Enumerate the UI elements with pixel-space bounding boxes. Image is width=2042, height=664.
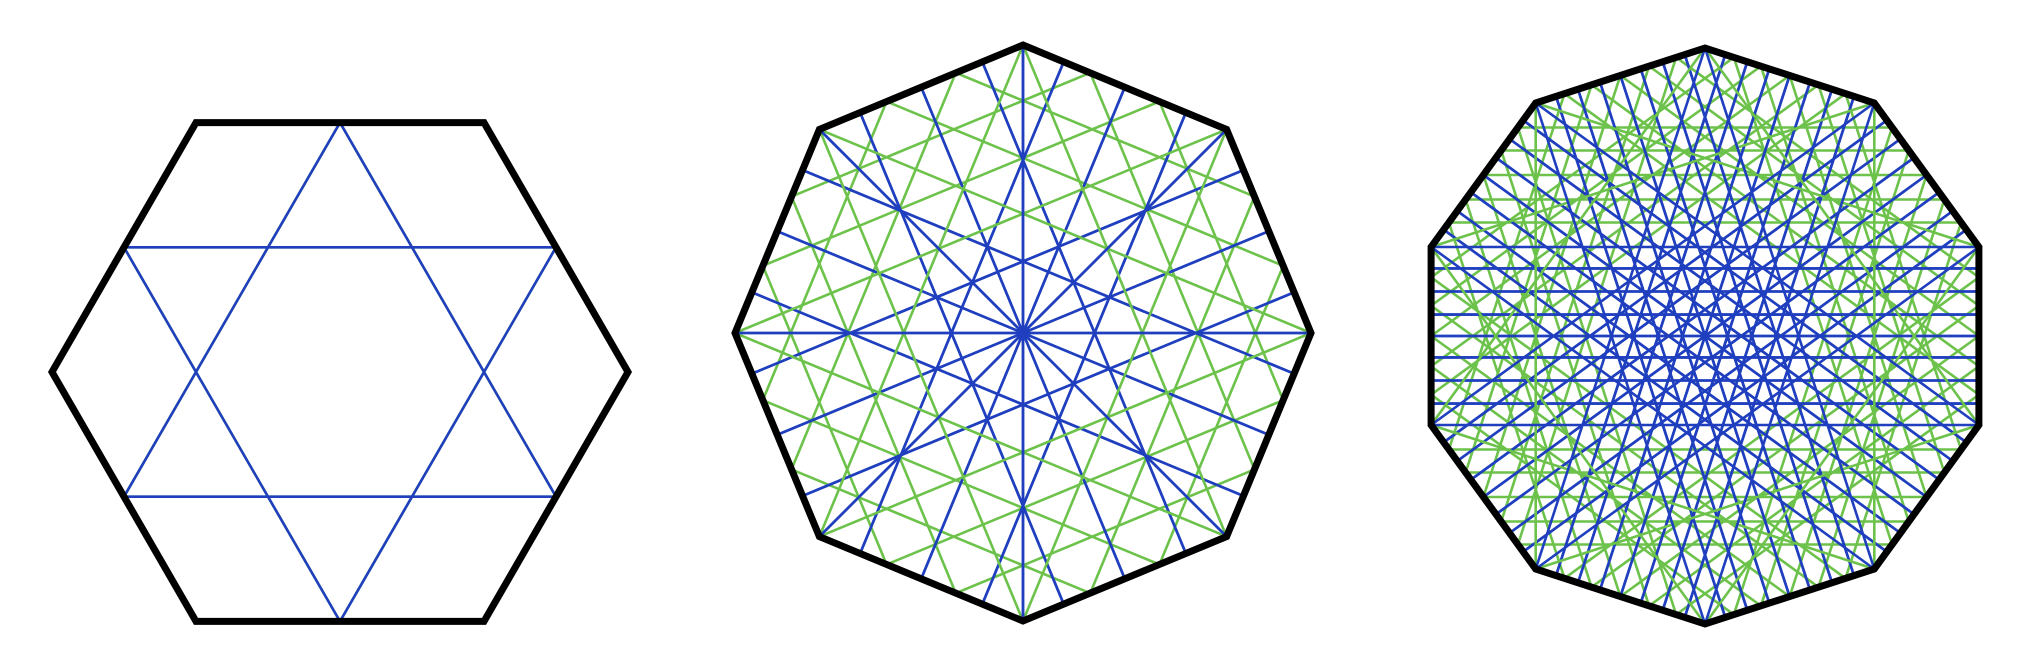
octagon-vertex-chord [818,128,1228,538]
decagon-blue-chord [1442,119,1888,444]
decagon-blue-chord [1522,119,1968,444]
hexagon-blue-chord [122,121,342,498]
decagon-blue-chord [1554,95,1727,618]
decagon-blue-chord [1661,61,1834,584]
decagon-green-chord [1759,150,1911,607]
octagon-panel [731,41,1315,625]
decagon-vertex-chord [1534,101,1980,427]
hexagon-blue-chord [338,121,558,498]
decagon-green-chord [1817,84,1946,473]
octagon-vertex-chord [818,331,1312,538]
octagon-blue-chord [802,291,1295,498]
octagon-vertex-chord [1021,128,1228,622]
decagon-blue-chord [1661,88,1834,611]
octagon-blue-chord [858,61,1065,554]
decagon-vertex-chord [1703,102,1876,625]
decagon-blue-chord [1456,209,1902,535]
decagon-vertex-chord [1534,102,1707,625]
decagon-green-chord [1430,393,1735,616]
decagon-vertex-chord [1703,47,1876,570]
decagon-green-chord [1430,56,1735,279]
decagon-green-chord [1732,56,1894,545]
decagon-green-chord [1648,65,1980,307]
octagon-blue-chord [981,61,1188,554]
decagon-blue-chord [1508,209,1954,535]
decagon-green-chord [1759,65,1911,522]
octagon-vertex-chord [818,128,1025,622]
decagon-green-chord [1430,304,1820,589]
decagon-green-chord [1499,150,1651,607]
decagon-green-chord [1675,393,1980,616]
decagon-blue-chord [1554,54,1727,577]
decagon-green-chord [1516,56,1678,545]
decagon-blue-chord [1508,137,1954,463]
decagon-vertex-chord [1534,47,1707,570]
decagon-green-chord [1844,222,1963,579]
decagon-green-chord [1563,276,1980,580]
decagon-vertex-chord [1430,101,1875,249]
decagon-vertex-chord [1430,423,1875,571]
octagon-blue-chord [751,291,1244,498]
hexagon-outline [47,119,633,625]
octagon-blue-chord [751,168,1244,375]
octagon-vertex-chord [734,128,1228,335]
decagon-outline [1427,44,1983,628]
decagon-green-chord [1675,56,1980,279]
octagon-vertex-chord [818,128,1312,335]
decagon-green-chord [1430,92,1847,396]
decagon-green-chord [1447,93,1566,450]
octagon-blue-chord [981,112,1188,605]
decagon-blue-chord [1522,228,1968,553]
decagon-vertex-chord [1430,246,1707,625]
decagon-vertex-chord [1703,47,1980,426]
hexagon-blue-chord [122,246,342,623]
decagon-vertex-chord [1430,245,1876,571]
decagon-green-chord [1430,276,1847,580]
decagon-panel [1427,44,1983,628]
decagon-green-chord [1563,92,1980,396]
octagon-vertex-chord [818,44,1025,538]
decagon-blue-chord [1619,75,1791,597]
decagon-vertex-chord [1535,101,1980,249]
hexagon-panel [47,119,633,625]
decagon-blue-chord [1683,54,1856,577]
octagon-vertex-chord [1021,44,1228,538]
octagon-outline [731,41,1315,625]
decagon-vertex-chord [1535,423,1980,571]
decagon-blue-chord [1442,228,1888,553]
octagon-vertex-chord [734,331,1228,538]
decagon-green-chord [1732,127,1894,616]
decagon-green-chord [1499,65,1651,522]
octagon-blue-chord [858,112,1065,605]
decagon-vertex-chord [1430,101,1876,427]
decagon-blue-chord [1683,95,1856,618]
octagon-blue-chord [802,168,1295,375]
hexagon-blue-chord [338,246,558,623]
decagon-green-chord [1590,83,1980,368]
decagon-blue-chord [1456,137,1902,463]
decagon-vertex-chord [1703,246,1980,625]
decagon-green-chord [1516,127,1678,616]
decagon-blue-chord [1576,61,1749,584]
decagon-blue-chord [1576,88,1749,611]
decagon-green-chord [1844,93,1963,450]
decagon-green-chord [1447,222,1566,579]
decagon-vertex-chord [1534,245,1980,571]
decagon-green-chord [1590,304,1980,589]
decagon-green-chord [1430,83,1820,368]
decagon-vertex-chord [1430,47,1707,426]
